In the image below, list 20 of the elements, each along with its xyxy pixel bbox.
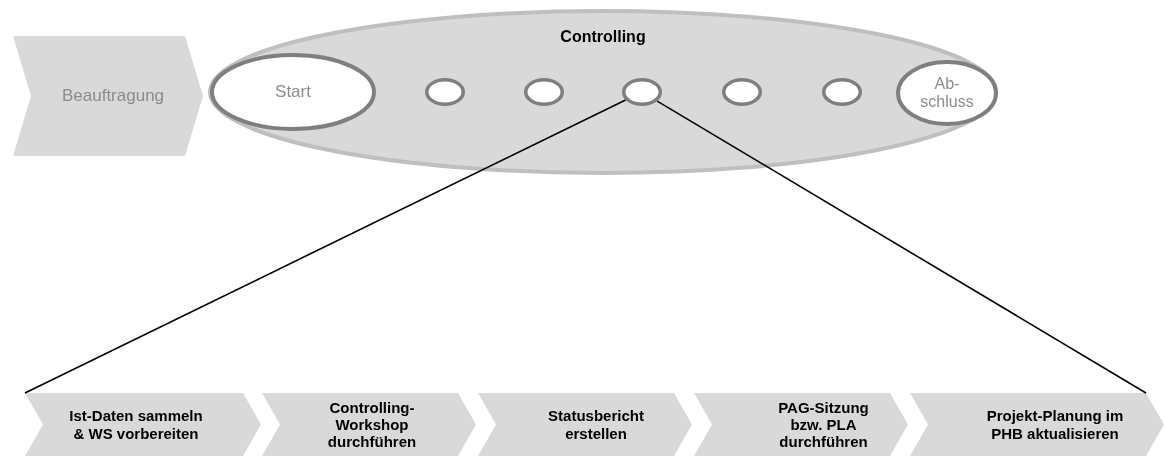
step-label: Projekt-Planung im PHB aktualisieren bbox=[985, 407, 1125, 442]
step-label: Controlling-Workshop durchführen bbox=[326, 398, 418, 451]
step-label: Beauftragung bbox=[61, 86, 165, 106]
phase-ellipse bbox=[208, 9, 998, 175]
step-label: Statusbericht erstellen bbox=[547, 407, 645, 442]
process-step bbox=[910, 393, 1164, 456]
connector-line bbox=[656, 100, 1147, 394]
step-label: Start bbox=[275, 82, 311, 102]
process-step bbox=[478, 393, 692, 456]
phase-title: Controlling bbox=[560, 27, 646, 47]
step-label: PAG-Sitzung bzw. PLA durchführen bbox=[777, 398, 870, 451]
milestone-ellipse bbox=[896, 60, 998, 126]
connector-line bbox=[24, 99, 627, 394]
process-step bbox=[13, 36, 203, 156]
step-label: Ist-Daten sammeln & WS vorbereiten bbox=[68, 407, 204, 442]
milestone-ellipse bbox=[210, 53, 376, 131]
process-step bbox=[694, 393, 908, 456]
process-step bbox=[25, 393, 261, 456]
step-label: Ab- schluss bbox=[919, 74, 975, 112]
process-step bbox=[262, 393, 476, 456]
